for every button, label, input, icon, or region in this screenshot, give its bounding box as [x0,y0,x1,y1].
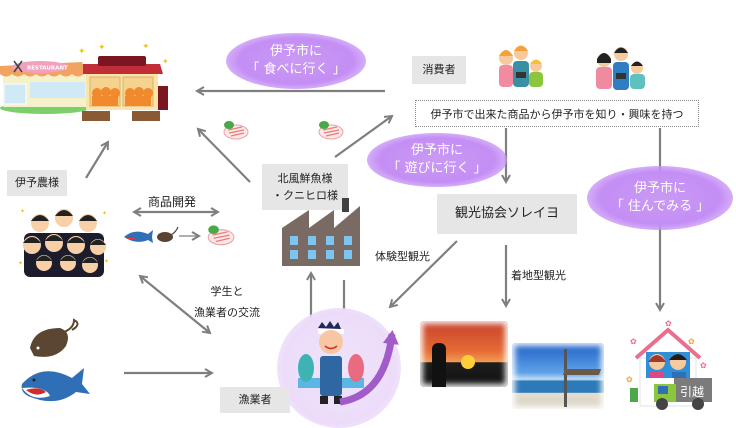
exchange-label: 学生と 漁業者の交流 [194,285,260,319]
sashimi-icon-2 [316,118,344,140]
svg-text:✿: ✿ [688,337,695,346]
svg-text:✦: ✦ [78,47,86,57]
sashimi-icon [221,118,249,140]
svg-text:✦: ✦ [18,260,23,267]
arrow-processor-to-restaurant [198,129,251,183]
arrow-agri-to-restaurant [85,142,108,179]
svg-text:✦: ✦ [20,208,25,215]
svg-text:✿: ✿ [665,319,672,328]
shelter-roof [562,369,602,375]
sun-icon [461,355,475,369]
house-moving-icon: 引越 ✿ ✿ ✿ ✿ ✿ [622,318,714,414]
stingray-icon [26,318,82,362]
monument-silhouette [432,343,446,387]
utility-pole [564,349,567,407]
sunset-photo [420,321,508,387]
bubble-live: 伊予市に 「 住んでみる 」 [587,166,733,230]
product-dev-label: 商品開発 [148,195,197,209]
seaside-station-photo [512,343,604,409]
cheering-students-icon: ✦ ✦ ✦ ✦ [18,203,110,277]
experience-tourism-label: 体験型観光 [375,250,430,263]
tourist-family-icon [496,44,548,92]
svg-text:✦: ✦ [102,210,107,217]
bubble-play: 伊予市に 「 遊びに行く 」 [367,133,507,187]
local-tourism-label: 着地型観光 [511,269,566,282]
shark-icon [20,366,92,408]
svg-text:✿: ✿ [700,361,707,370]
svg-text:✦: ✦ [162,57,169,66]
shark-small-icon [122,228,154,244]
consumer-label: 消費者 [412,56,466,84]
svg-text:✦: ✦ [98,44,106,53]
fisherman-icon [296,320,366,408]
iyo-agri-label: 伊予農様 [7,170,67,196]
ray-small-icon [155,226,179,244]
purple-curved-arrow [339,330,399,406]
svg-text:✿: ✿ [630,337,637,346]
fisherman-label: 漁業者 [220,387,290,413]
restaurant-sign-text: RESTAURANT [27,66,68,72]
factory-icon [282,198,362,268]
restaurant-illustration: RESTAURANT ✦ ✦ ✦ ✦ [0,42,178,124]
svg-text:✦: ✦ [142,44,150,52]
arrow-processor-to-consumer [334,116,392,158]
arrow-experience-tourism [390,240,458,307]
consumer-interest-box: 伊予市で出来た商品から伊予市を知り・興味を持つ [415,100,699,127]
arrow-exchange [140,276,210,333]
tourist-family-icon-2 [592,44,652,94]
tourism-assoc-label: 観光協会ソレイヨ [437,194,577,234]
sashimi-icon-3 [205,222,235,246]
moving-truck-text: 引越 [680,385,704,399]
svg-text:✿: ✿ [626,375,633,384]
processor-label: 北風鮮魚様 ・クニヒロ様 [262,164,348,210]
svg-text:✦: ✦ [104,258,109,265]
bubble-eat: 伊予市に 「 食べに行く 」 [226,33,366,89]
